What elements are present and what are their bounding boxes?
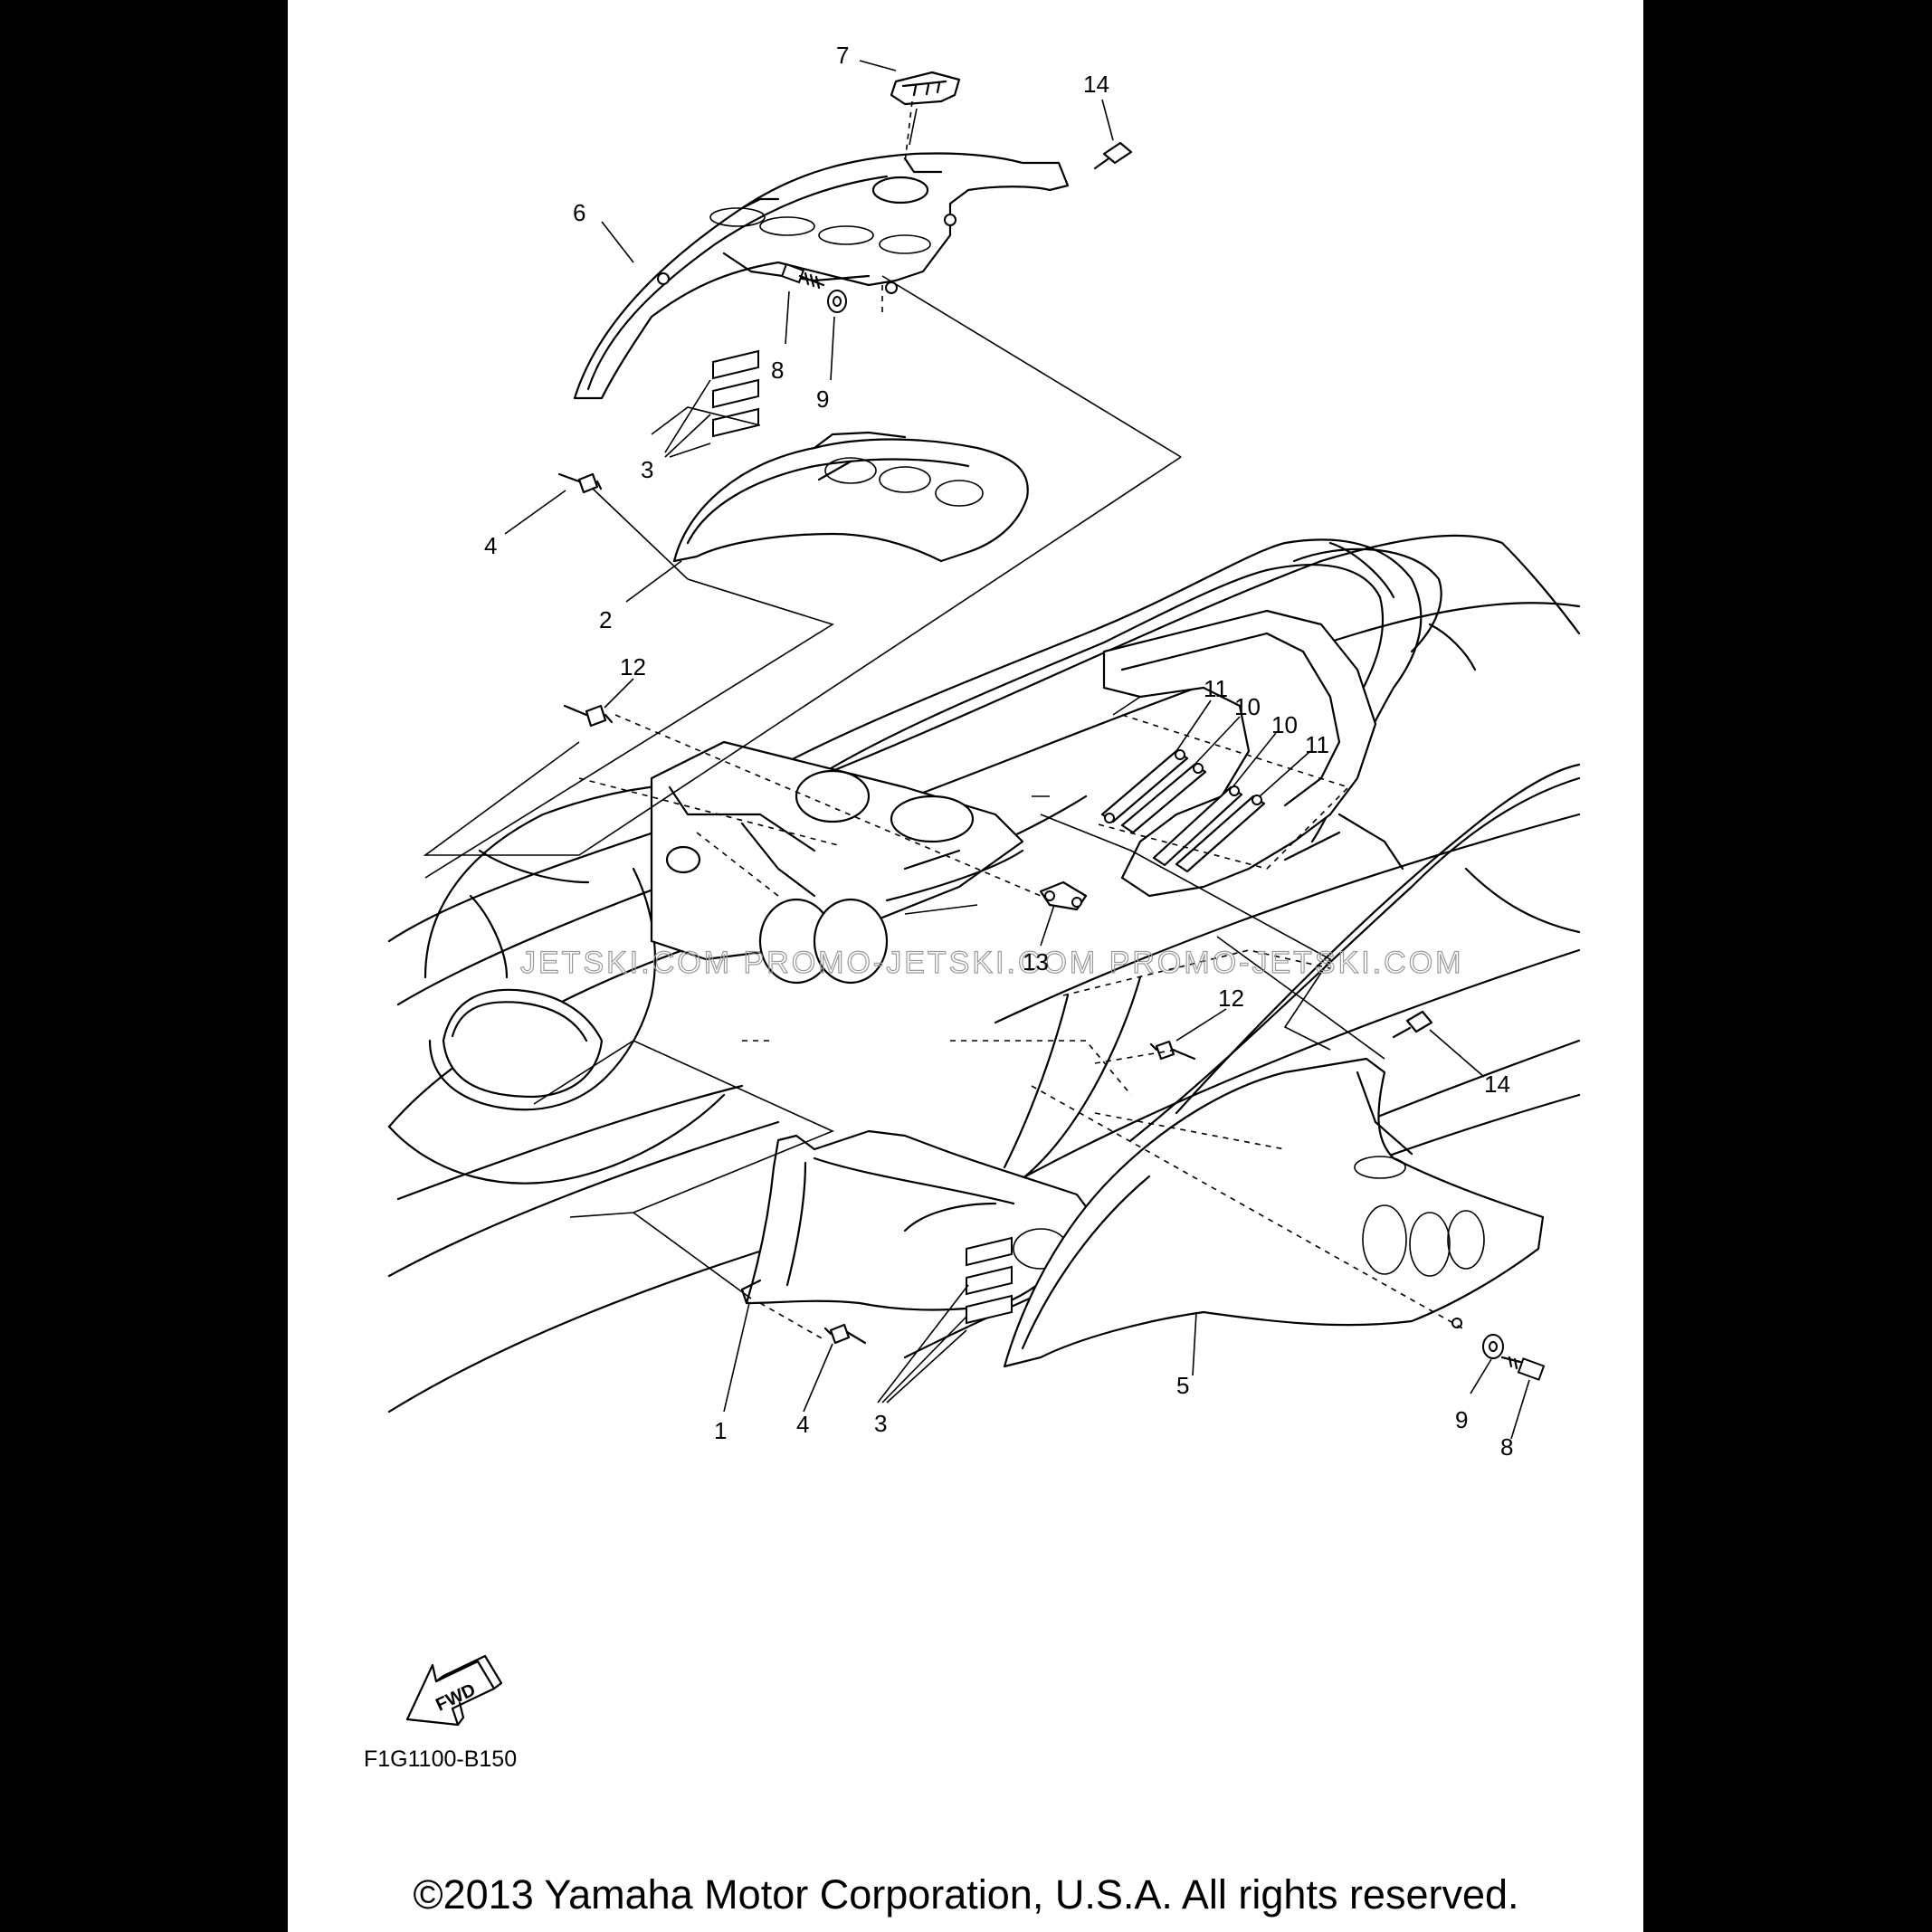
callout-label: 11 xyxy=(1305,731,1329,758)
callout-label: 14 xyxy=(1484,1071,1510,1098)
callout-label: 4 xyxy=(484,532,497,559)
part-12-rivet-top xyxy=(563,704,614,728)
callout-label: 10 xyxy=(1271,711,1298,738)
part-13-pad xyxy=(1039,880,1088,911)
callout-label: 9 xyxy=(1455,1406,1468,1433)
part-3-pads-top xyxy=(712,349,759,438)
part-5-side-cover xyxy=(1003,1057,1545,1368)
watermark-text: JETSKI.COM PROMO-JETSKI.COM PROMO-JETSKI… xyxy=(520,946,1463,980)
assembly-dashed-lines xyxy=(578,100,1467,1340)
callout-label: 2 xyxy=(599,606,612,633)
copyright-notice: ©2013 Yamaha Motor Corporation, U.S.A. A… xyxy=(413,1871,1519,1918)
callout-label: 7 xyxy=(836,42,849,69)
part-6-cover xyxy=(573,152,1070,400)
part-4-rivet-bottom xyxy=(823,1323,867,1345)
front-hood-frame xyxy=(1102,609,1404,898)
part-8-bolt-bottom xyxy=(1500,1356,1546,1381)
diagram-sheet xyxy=(288,0,1643,1932)
callout-label: 9 xyxy=(816,385,829,413)
callout-label: 3 xyxy=(874,1410,887,1437)
callout-label: 14 xyxy=(1083,71,1109,98)
callout-label: 13 xyxy=(1023,948,1049,976)
part-12-rivet-mid xyxy=(1149,1040,1196,1061)
callout-label: 3 xyxy=(641,456,653,483)
callout-label: 8 xyxy=(771,357,784,384)
part-14-bolt-top xyxy=(1093,141,1133,170)
storage-tray xyxy=(650,740,1024,985)
part-14-bolt-right xyxy=(1392,1010,1433,1039)
fwd-arrow-icon: FWD xyxy=(405,1654,503,1727)
part-1-side-cover xyxy=(740,1129,1092,1311)
part-7-cap xyxy=(890,71,961,106)
callout-label: 11 xyxy=(1204,675,1228,702)
callout-label: 12 xyxy=(620,653,646,680)
callout-label: 8 xyxy=(1500,1433,1513,1461)
callout-label: 1 xyxy=(714,1417,727,1444)
part-8-bolt-top xyxy=(780,262,825,290)
assembly-lines xyxy=(423,275,1385,1299)
diagram-code: F1G1100-B150 xyxy=(364,1746,518,1772)
callout-label: 10 xyxy=(1234,693,1261,720)
part-3-pads-bottom xyxy=(966,1236,1013,1325)
callout-label: 12 xyxy=(1218,985,1244,1012)
part-9-washer-top xyxy=(827,290,847,313)
callout-labels: 7 14 6 8 9 3 4 2 12 11 10 10 11 13 12 14… xyxy=(484,42,1513,1461)
callout-label: 5 xyxy=(1176,1372,1189,1399)
callout-label: 4 xyxy=(796,1411,809,1438)
callout-label: 6 xyxy=(573,199,585,226)
part-4-rivet-top xyxy=(557,472,603,494)
part-9-washer-bottom xyxy=(1482,1334,1504,1359)
callout-leaders xyxy=(504,60,1530,1440)
part-10-11-strips xyxy=(1100,749,1266,873)
part-2-cover xyxy=(672,431,1029,563)
